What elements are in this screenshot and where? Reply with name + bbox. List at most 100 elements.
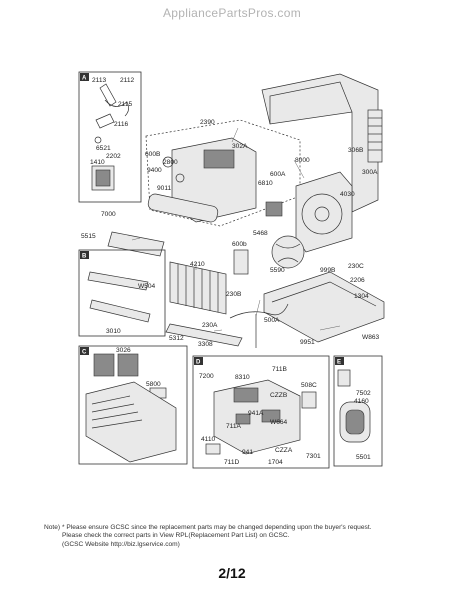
part-4210-evaporator bbox=[169, 261, 227, 315]
label-2113: 2113 bbox=[92, 77, 107, 84]
label-4030: 4030 bbox=[340, 191, 355, 198]
side-grille bbox=[367, 109, 383, 163]
label-8310: 8310 bbox=[235, 374, 250, 381]
label-7301: 7301 bbox=[306, 453, 321, 460]
label-1304: 1304 bbox=[354, 293, 369, 300]
label-5468: 5468 bbox=[253, 230, 268, 237]
part-2800-knob bbox=[162, 156, 174, 168]
label-508C: 508C bbox=[301, 382, 317, 389]
section-c-frame bbox=[78, 345, 188, 465]
label-4160: 4160 bbox=[354, 398, 369, 405]
label-3010: 3010 bbox=[106, 328, 121, 335]
part-2112-bracket bbox=[99, 83, 117, 107]
part-230-tubing bbox=[229, 303, 289, 319]
part-4030-hub bbox=[314, 206, 330, 222]
part-2115-clip bbox=[104, 99, 129, 117]
part-302A-unit bbox=[203, 149, 235, 169]
section-d-box: D bbox=[192, 355, 330, 469]
part-7502-part bbox=[337, 369, 351, 387]
label-600A: 600A bbox=[270, 171, 286, 178]
part-2116-holder bbox=[95, 113, 115, 129]
side-grille-lines bbox=[368, 117, 382, 151]
section-b-marker bbox=[80, 251, 89, 259]
part-8310-board bbox=[233, 387, 259, 403]
label-711A: 711A bbox=[226, 423, 242, 430]
label-7000: 7000 bbox=[101, 211, 116, 218]
label-5515: 5515 bbox=[81, 233, 96, 240]
label-230C: 230C bbox=[348, 263, 364, 270]
section-c-box: C bbox=[78, 345, 188, 465]
label-W863: W863 bbox=[362, 334, 380, 341]
label-1410: 1410 bbox=[90, 159, 105, 166]
label-8000: 8000 bbox=[295, 157, 310, 164]
label-CZZA: CZZA bbox=[275, 447, 293, 454]
label-300A: 300A bbox=[362, 169, 378, 176]
part-4160-body bbox=[345, 409, 365, 435]
label-4210: 4210 bbox=[190, 261, 205, 268]
label-3026: 3026 bbox=[116, 347, 131, 354]
label-9011: 9011 bbox=[157, 185, 172, 192]
label-1704: 1704 bbox=[268, 459, 283, 466]
note-line-1: Note) * Please ensure GCSC since the rep… bbox=[44, 524, 372, 531]
label-2800: 2800 bbox=[163, 159, 178, 166]
part-5590-blades bbox=[275, 243, 301, 263]
label-6810: 6810 bbox=[258, 180, 273, 187]
note-line-2: Please check the correct parts in View R… bbox=[62, 532, 290, 540]
label-6521: 6521 bbox=[96, 145, 111, 152]
section-b-frame bbox=[78, 249, 166, 337]
part-1410-inner bbox=[95, 169, 111, 187]
section-d-letter: D bbox=[196, 360, 201, 366]
part-9011-knob bbox=[175, 173, 185, 183]
section-b-box: B bbox=[78, 249, 166, 337]
label-9400: 9400 bbox=[147, 167, 162, 174]
part-w504-vane bbox=[87, 271, 149, 291]
part-711B-relay bbox=[261, 409, 281, 423]
part-6521-screw bbox=[94, 136, 102, 144]
part-4110-part bbox=[205, 443, 221, 455]
replacement-note: Note) * Please ensure GCSC since the rep… bbox=[44, 524, 444, 549]
section-e-marker bbox=[335, 357, 344, 365]
part-3308-rail bbox=[165, 323, 243, 347]
label-306B: 306B bbox=[348, 147, 364, 154]
label-9951: 9951 bbox=[300, 339, 315, 346]
label-999B: 999B bbox=[320, 267, 336, 274]
part-508C-cover bbox=[301, 391, 317, 409]
label-2390: 2390 bbox=[200, 119, 215, 126]
section-d-marker bbox=[194, 357, 203, 365]
part-9951-rim bbox=[271, 281, 377, 307]
label-941A: 941A bbox=[248, 410, 264, 417]
site-watermark: AppliancePartsPros.com bbox=[163, 6, 301, 20]
front-panel-grille bbox=[91, 395, 143, 429]
outer-case-edge bbox=[269, 81, 353, 124]
label-302A: 302A bbox=[232, 143, 248, 150]
part-3026-filter-right bbox=[117, 353, 139, 377]
section-e-frame bbox=[333, 355, 383, 467]
section-d-frame bbox=[192, 355, 330, 469]
part-3010-louver bbox=[89, 299, 151, 323]
label-2116: 2116 bbox=[114, 121, 129, 128]
part-941A-part bbox=[235, 413, 251, 425]
label-7502: 7502 bbox=[356, 390, 371, 397]
label-600B: 600B bbox=[145, 151, 161, 158]
leader-lines bbox=[131, 127, 341, 332]
part-4030-fan-ring bbox=[301, 193, 343, 235]
part-5590-fan bbox=[271, 235, 305, 269]
label-CZZB: CZZB bbox=[270, 392, 288, 399]
part-600B-control bbox=[233, 249, 249, 275]
section-a-box: A bbox=[78, 71, 142, 203]
label-5501: 5501 bbox=[356, 454, 371, 461]
part-3026-filter-left bbox=[93, 353, 115, 377]
part-labels: 2113 2112 2115 2116 6521 1410 2202 2390 … bbox=[81, 77, 380, 466]
label-5800: 5800 bbox=[146, 381, 161, 388]
section-a-frame bbox=[78, 71, 142, 203]
label-2115: 2115 bbox=[118, 101, 133, 108]
section-a-marker bbox=[80, 73, 89, 81]
label-5312: 5312 bbox=[169, 335, 184, 342]
label-2112: 2112 bbox=[120, 77, 135, 84]
label-W664: W664 bbox=[270, 419, 288, 426]
section-b-letter: B bbox=[82, 254, 87, 260]
label-230B: 230B bbox=[226, 291, 242, 298]
label-941: 941 bbox=[242, 449, 253, 456]
label-600b-lower: 600b bbox=[232, 241, 247, 248]
